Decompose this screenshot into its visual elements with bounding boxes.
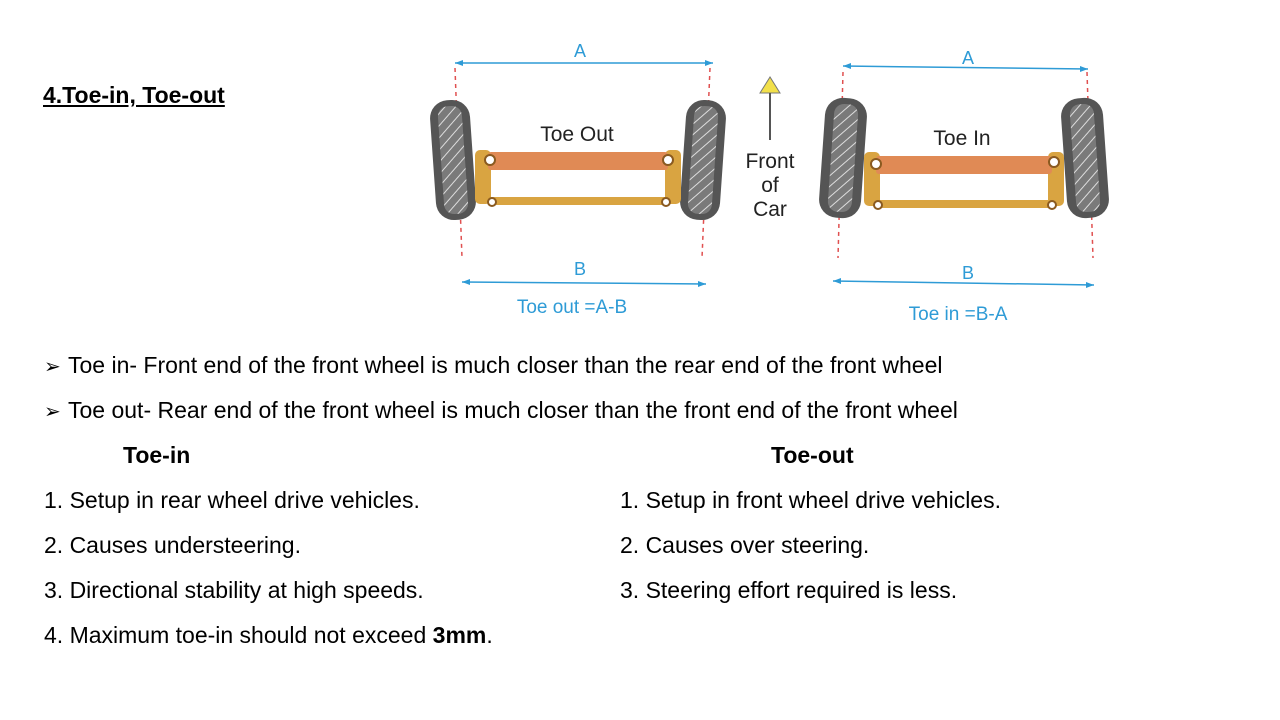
toe-in-diagram: A Toe In B Toe in =B-A bbox=[819, 48, 1109, 325]
toe-in-item-1: 1. Setup in rear wheel drive vehicles. bbox=[44, 487, 420, 513]
toe-in-item-2: 2. Causes understeering. bbox=[44, 532, 301, 558]
toe-in-heading: Toe-in bbox=[123, 442, 191, 468]
bullet-text: Toe out- Rear end of the front wheel is … bbox=[68, 397, 958, 423]
toe-out-item-3: 3. Steering effort required is less. bbox=[620, 577, 958, 603]
slide-title: 4.Toe-in, Toe-out bbox=[43, 82, 225, 108]
axle-toe-out bbox=[488, 152, 668, 170]
toe-in-item-4: 4. Maximum toe-in should not exceed 3mm. bbox=[44, 622, 493, 649]
front-text: Front bbox=[745, 150, 794, 173]
tie-rod-toe-out bbox=[488, 197, 668, 205]
toe-in-label: Toe In bbox=[933, 127, 990, 150]
toe-out-label: Toe Out bbox=[540, 123, 614, 146]
arrow-bullet-icon: ➢ bbox=[44, 401, 61, 423]
toe-in-item-3: 3. Directional stability at high speeds. bbox=[44, 577, 424, 603]
toe-out-item-1: 1. Setup in front wheel drive vehicles. bbox=[620, 487, 1001, 513]
bullet-toe-in: ➢ Toe in- Front end of the front wheel is… bbox=[44, 352, 942, 379]
toe-out-diagram: A Toe Out B Toe out =A-B bbox=[430, 41, 726, 318]
dim-b-label-left: B bbox=[574, 259, 586, 279]
dim-b-line-left bbox=[461, 281, 707, 285]
toe-in-formula: Toe in =B-A bbox=[909, 304, 1008, 325]
arrow-bullet-icon: ➢ bbox=[44, 356, 61, 378]
tie-rod-toe-in bbox=[876, 200, 1052, 208]
toe-in-item-4-text: 4. Maximum toe-in should not exceed bbox=[44, 622, 433, 648]
toe-in-item-4-end: . bbox=[486, 622, 493, 648]
of-text: of bbox=[761, 174, 779, 197]
toe-out-formula: Toe out =A-B bbox=[517, 297, 627, 318]
toe-diagram: A Toe Out B Toe out =A-B Front of Car bbox=[430, 41, 1109, 325]
toe-out-item-2: 2. Causes over steering. bbox=[620, 532, 870, 558]
axle-toe-in bbox=[876, 156, 1052, 174]
front-of-car-indicator: Front of Car bbox=[745, 76, 795, 221]
dim-b-label-right: B bbox=[962, 263, 974, 283]
dim-b-line-right bbox=[832, 280, 1095, 286]
dim-a-label-left: A bbox=[574, 41, 586, 61]
front-arrow-icon bbox=[759, 76, 781, 94]
toe-in-limit-value: 3mm bbox=[432, 622, 487, 648]
dim-a-line-right bbox=[842, 65, 1089, 70]
car-text: Car bbox=[753, 198, 787, 221]
dim-a-label-right: A bbox=[962, 48, 974, 68]
toe-out-heading: Toe-out bbox=[771, 442, 854, 468]
bullet-text: Toe in- Front end of the front wheel is … bbox=[68, 352, 943, 378]
bullet-toe-out: ➢ Toe out- Rear end of the front wheel is… bbox=[44, 397, 958, 424]
